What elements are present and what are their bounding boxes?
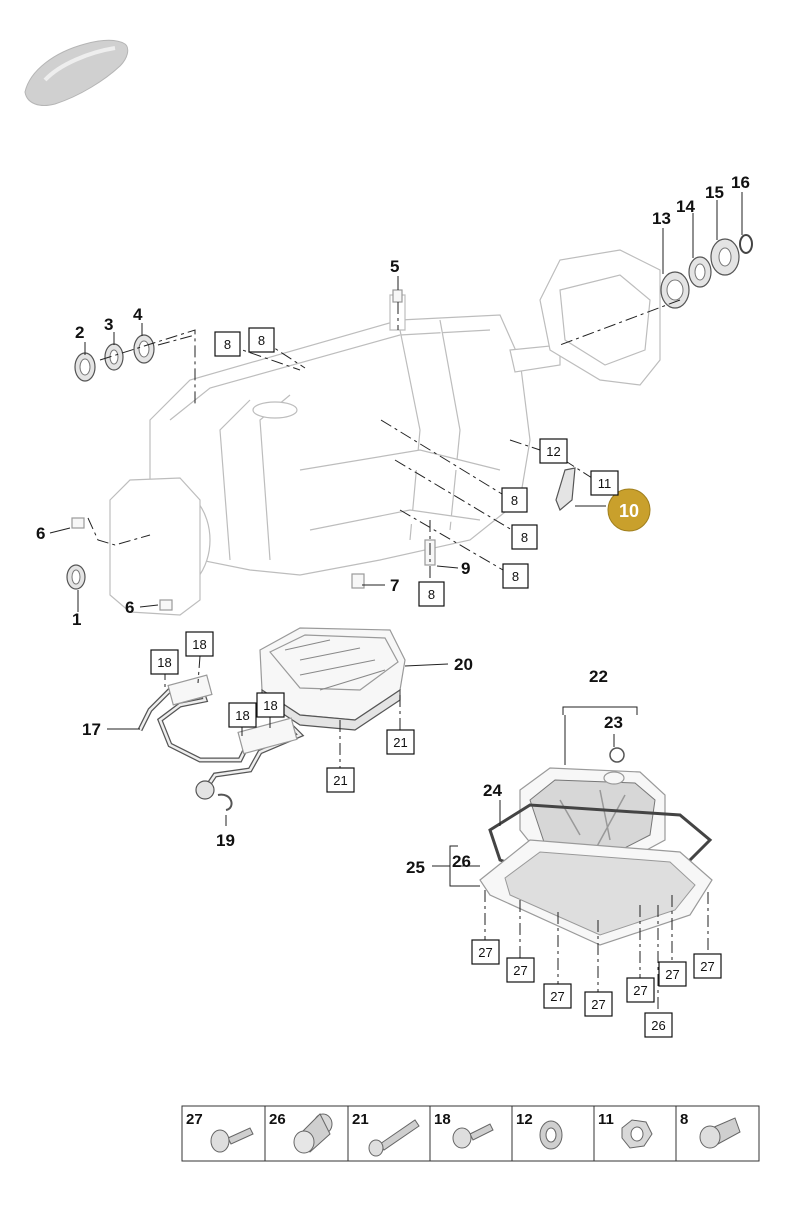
callout-14: 14	[676, 197, 695, 216]
callout-6-upper: 6	[36, 524, 45, 543]
car-silhouette-icon	[24, 39, 129, 106]
callout-1: 1	[72, 610, 81, 629]
transmission-housing	[109, 249, 661, 616]
box-label-26: 26	[651, 1018, 665, 1033]
box-label-8: 8	[258, 333, 265, 348]
callout-6-lower: 6	[125, 598, 134, 617]
callout-2: 2	[75, 323, 84, 342]
box-label-18: 18	[263, 698, 277, 713]
bolt-icon	[210, 1127, 254, 1153]
box-label-27: 27	[550, 989, 564, 1004]
callout-10: 10	[619, 501, 639, 521]
box-label-8: 8	[511, 493, 518, 508]
legend-label: 12	[516, 1111, 533, 1128]
fastener-legend: 27 26 21 18 12 11 8	[181, 1105, 760, 1162]
box-label-18: 18	[235, 708, 249, 723]
box-label-27: 27	[591, 997, 605, 1012]
callout-13: 13	[652, 209, 671, 228]
box-label-27: 27	[478, 945, 492, 960]
box-label-18: 18	[192, 637, 206, 652]
leader-lines	[49, 192, 743, 1012]
box-label-8: 8	[224, 337, 231, 352]
seal-group-right	[660, 234, 753, 309]
legend-label: 18	[434, 1111, 451, 1128]
callout-4: 4	[133, 305, 143, 324]
box-label-8: 8	[521, 530, 528, 545]
highlight-callout-10[interactable]: 10	[607, 488, 651, 532]
callout-22: 22	[589, 667, 608, 686]
legend-label: 11	[598, 1111, 614, 1128]
legend-label: 8	[680, 1111, 688, 1128]
callout-5: 5	[390, 257, 399, 276]
wiring-harness	[137, 674, 305, 811]
oil-pan-assembly	[479, 747, 713, 946]
washer-icon	[539, 1120, 563, 1150]
box-label-18: 18	[157, 655, 171, 670]
legend-cell	[347, 1105, 431, 1162]
box-label-27: 27	[513, 963, 527, 978]
box-label-27: 27	[700, 959, 714, 974]
boxed-labels: 8 8 8 8 8 8 12 11 18 18 18 18 21 21 27 2…	[150, 327, 722, 1038]
callout-24: 24	[483, 781, 502, 800]
callout-25: 25	[406, 858, 425, 877]
callout-3: 3	[104, 315, 113, 334]
callout-9: 9	[461, 559, 470, 578]
torx-bolt-icon	[452, 1123, 494, 1149]
legend-label: 26	[269, 1111, 286, 1128]
callout-7: 7	[390, 576, 399, 595]
plug-bolt-icon	[699, 1117, 741, 1149]
legend-label: 27	[186, 1111, 203, 1128]
sleeve-nut-icon	[293, 1113, 333, 1154]
callout-17: 17	[82, 720, 101, 739]
callout-numbers: 1 2 3 4 5 6 6 7 9 13 14 15 16 17 19 20 2…	[36, 173, 750, 877]
callout-19: 19	[216, 831, 235, 850]
legend-label: 21	[352, 1111, 369, 1128]
callout-20: 20	[454, 655, 473, 674]
box-label-21: 21	[393, 735, 407, 750]
callout-15: 15	[705, 183, 724, 202]
box-label-12: 12	[546, 444, 560, 459]
box-label-8: 8	[512, 569, 519, 584]
box-label-11: 11	[598, 476, 612, 491]
callout-26: 26	[452, 852, 471, 871]
callout-23: 23	[604, 713, 623, 732]
seal-group-left	[74, 334, 155, 382]
box-label-21: 21	[333, 773, 347, 788]
callout-16: 16	[731, 173, 750, 192]
box-label-27: 27	[633, 983, 647, 998]
long-bolt-icon	[368, 1119, 420, 1157]
hex-nut-icon	[621, 1119, 653, 1149]
box-label-8: 8	[428, 587, 435, 602]
box-label-27: 27	[665, 967, 679, 982]
